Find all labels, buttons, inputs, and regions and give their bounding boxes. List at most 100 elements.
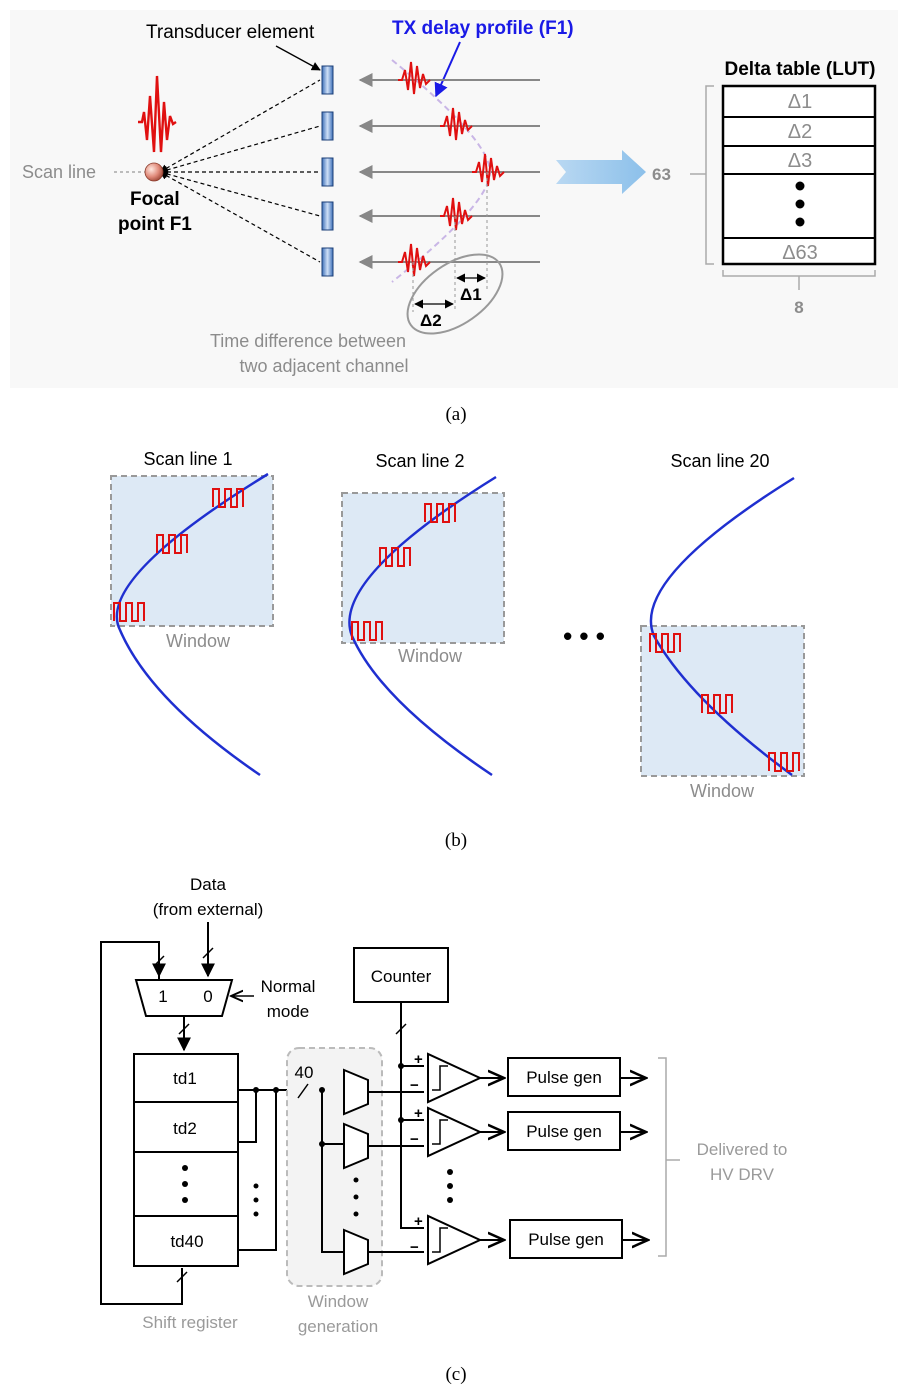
comparator-ellipsis-dot — [447, 1197, 453, 1203]
channel-pulse — [472, 153, 505, 187]
lut-depth-bracket — [705, 85, 714, 265]
comparator-triangle — [427, 1106, 483, 1158]
lut-ellipsis-dot — [795, 217, 805, 227]
transducer-element — [321, 111, 334, 141]
normal-mode-label-line2: mode — [267, 1002, 310, 1021]
scan-window-20 — [640, 625, 805, 777]
bus-slash — [153, 955, 165, 967]
channel-pulses — [398, 61, 505, 277]
comparator: + − — [410, 1051, 483, 1104]
counter-label: Counter — [371, 967, 432, 986]
comparator-plus: + — [414, 1105, 423, 1122]
register-td2: td2 — [173, 1119, 197, 1138]
comparator: + − — [410, 1105, 483, 1158]
output-ellipsis-dot — [253, 1211, 259, 1217]
bus-slash — [176, 1271, 188, 1283]
channel-pulse — [440, 107, 473, 141]
scan-pulse — [212, 488, 244, 508]
scan-pulse — [113, 602, 145, 622]
lut-table: Δ1 Δ2 Δ3 Δ63 — [721, 84, 877, 266]
delta1-label: Δ1 — [460, 285, 482, 304]
register-output-line — [238, 1090, 277, 1251]
lut-width-label: 8 — [794, 298, 803, 317]
lut-row-delta3: Δ3 — [788, 150, 812, 172]
mux-input-0-label: 0 — [203, 987, 212, 1006]
transducer-pointer-arrow — [275, 45, 321, 71]
focal-label-line1: Focal — [130, 189, 180, 210]
junction-dot — [253, 1087, 259, 1093]
lut-row-delta1: Δ1 — [788, 91, 812, 113]
comparator-symbol — [432, 1227, 448, 1253]
shift-register-frame — [133, 1053, 239, 1267]
register-td40: td40 — [170, 1232, 203, 1251]
channel-pulse — [440, 197, 473, 231]
delta2-label: Δ2 — [420, 311, 442, 330]
tx-delay-pointer-arrow — [434, 41, 461, 98]
delta-ellipse — [406, 253, 504, 335]
mux-input-1-label: 1 — [158, 987, 167, 1006]
scan-pulse — [156, 534, 188, 554]
window-label-20: Window — [690, 781, 755, 801]
window-mux — [343, 1068, 369, 1116]
output-ellipsis-dot — [253, 1183, 259, 1189]
bus-width-label: 40 — [295, 1063, 314, 1082]
scan-pulse — [649, 633, 681, 653]
comparator-triangle — [427, 1052, 483, 1104]
counter-tap — [400, 1224, 424, 1229]
window-mux — [343, 1228, 369, 1276]
transducer-element — [321, 65, 334, 95]
feedback-loop — [100, 941, 183, 1305]
bus-slash — [297, 1083, 309, 1099]
shift-register: td1 td2 td40 — [133, 1053, 239, 1267]
lut-ellipsis-dot — [795, 181, 805, 191]
transfer-arrow — [556, 150, 646, 194]
counter-block — [353, 947, 449, 1003]
comparator-plus: + — [414, 1051, 423, 1068]
pulse-gen-label: Pulse gen — [528, 1230, 604, 1249]
focal-ray — [159, 79, 321, 173]
register-td1: td1 — [173, 1069, 197, 1088]
register-ellipsis-dot — [182, 1165, 188, 1171]
comparator-ellipsis-dot — [447, 1183, 453, 1189]
mux-ellipsis-dot — [353, 1211, 359, 1217]
scan-curve-20 — [649, 476, 795, 777]
time-difference-label-line1: Time difference between — [210, 331, 406, 351]
comparator-minus: − — [410, 1131, 419, 1148]
scan-pulse — [424, 503, 456, 523]
window-generation-label-line1: Window — [308, 1292, 369, 1311]
comparator-symbol — [432, 1119, 448, 1145]
junction-dot — [319, 1141, 325, 1147]
normal-mode-label-line1: Normal — [261, 977, 316, 996]
transducer-element — [321, 157, 334, 187]
mux-ellipsis-dot — [353, 1194, 359, 1200]
comparator-minus: − — [410, 1077, 419, 1094]
comparator-plus: + — [414, 1213, 423, 1230]
scan-curve-1 — [115, 472, 269, 777]
focal-point-marker — [144, 162, 164, 182]
pulse-gen-label: Pulse gen — [526, 1068, 602, 1087]
comparator-ellipsis-dot — [447, 1169, 453, 1175]
lut-depth-label: 63 — [652, 165, 671, 184]
window-label-2: Window — [398, 646, 463, 666]
focal-ray-group — [159, 79, 321, 263]
caption-c: (c) — [445, 1364, 466, 1385]
scan-title-1: Scan line 1 — [143, 449, 232, 469]
pulse-gen-block — [507, 1111, 621, 1151]
transducer-array — [321, 65, 334, 277]
bus-slash — [202, 947, 214, 959]
scan-window-2 — [341, 492, 505, 644]
time-difference-label-line2: two adjacent channel — [239, 356, 408, 376]
shift-register-label: Shift register — [142, 1313, 238, 1332]
data-label-line2: (from external) — [153, 900, 264, 919]
bus-slash — [395, 1023, 407, 1035]
window-mux — [343, 1122, 369, 1170]
scan-window-1 — [110, 475, 274, 627]
scan-ellipsis: • • • — [563, 621, 605, 651]
tx-delay-profile-label: TX delay profile (F1) — [392, 18, 574, 39]
transducer-element — [321, 247, 334, 277]
focal-pulse-wave — [138, 75, 177, 153]
scan-pulse — [379, 547, 411, 567]
panel-c: Data (from external) 1 0 Normal mode td1… — [100, 875, 787, 1385]
lut-ellipsis-dot — [795, 199, 805, 209]
